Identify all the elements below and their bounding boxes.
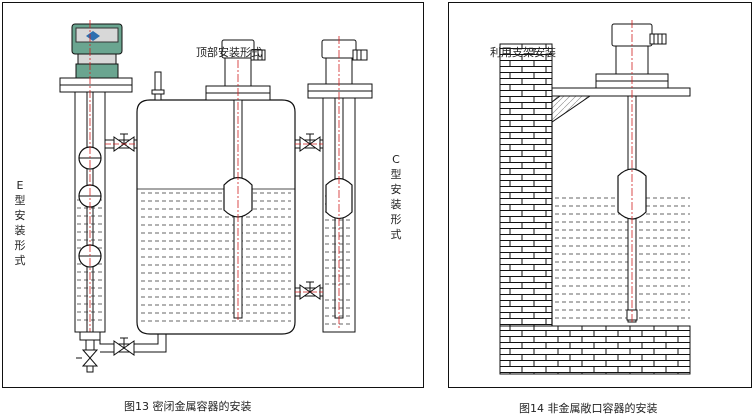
e-type-gauge — [59, 20, 133, 345]
brick-wall — [499, 43, 553, 375]
figure13-caption: 图13 密闭金属容器的安装 — [124, 400, 252, 413]
label-e-type-text: E型安装形式 — [14, 179, 26, 267]
c-connections — [105, 133, 323, 300]
support-bracket — [551, 87, 691, 123]
label-c-type: C型安装形式 — [390, 152, 402, 242]
label-e-type: E型安装形式 — [14, 178, 26, 268]
top-mount-gauge — [205, 39, 271, 320]
brick-floor — [499, 325, 691, 375]
c-type-gauge — [307, 36, 373, 333]
e-upper-connection — [105, 133, 137, 152]
label-top-mount: 顶部安装形式 — [196, 46, 262, 59]
e-bottom-connection — [76, 334, 167, 373]
figure14-drawing — [499, 20, 691, 375]
open-tank-liquid — [555, 197, 690, 319]
sealed-tank — [136, 71, 296, 335]
figure13-frame — [2, 2, 424, 388]
figure13-drawing — [59, 20, 373, 373]
label-c-type-text: C型安装形式 — [390, 153, 402, 241]
figure14-caption: 图14 非金属敞口容器的安装 — [519, 402, 658, 415]
figure14-frame — [448, 2, 752, 388]
bracket-gauge — [595, 20, 669, 324]
label-bracket-mount: 利用支架安装 — [490, 46, 556, 59]
